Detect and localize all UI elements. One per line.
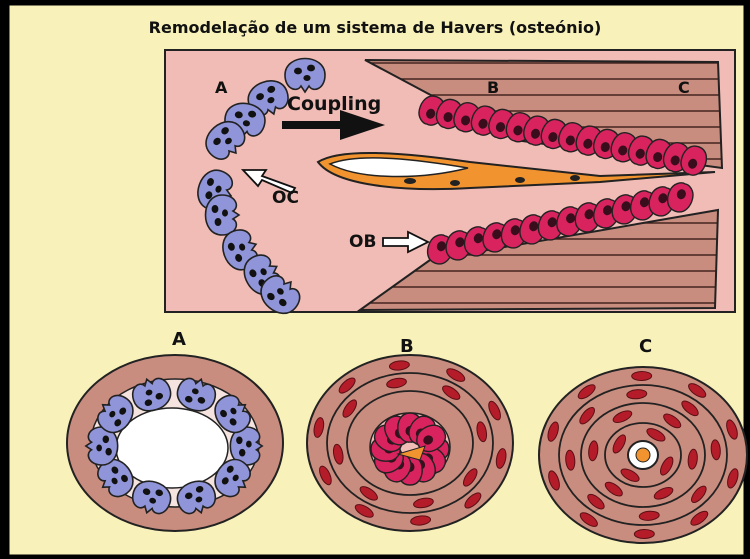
cross-section-label-a: A [172,329,186,350]
cross-section-b [307,355,513,531]
label-a-top: A [215,78,227,97]
ob-label: OB [349,232,376,252]
cross-section-c [539,367,747,543]
osteoclast-cell [285,59,325,93]
cross-section-label-c: C [639,336,652,357]
coupling-label: Coupling [287,93,381,115]
osteoclast-cell [206,195,240,235]
label-c-top: C [678,78,690,97]
osteocyte-cell [634,529,654,538]
cross-section-label-b: B [400,336,414,357]
cross-section-a [67,355,283,531]
label-b-top: B [487,78,499,97]
osteocyte-cell [632,371,652,380]
oc-label: OC [272,188,299,208]
diagram-title: Remodelação de um sistema de Havers (ost… [0,18,750,37]
